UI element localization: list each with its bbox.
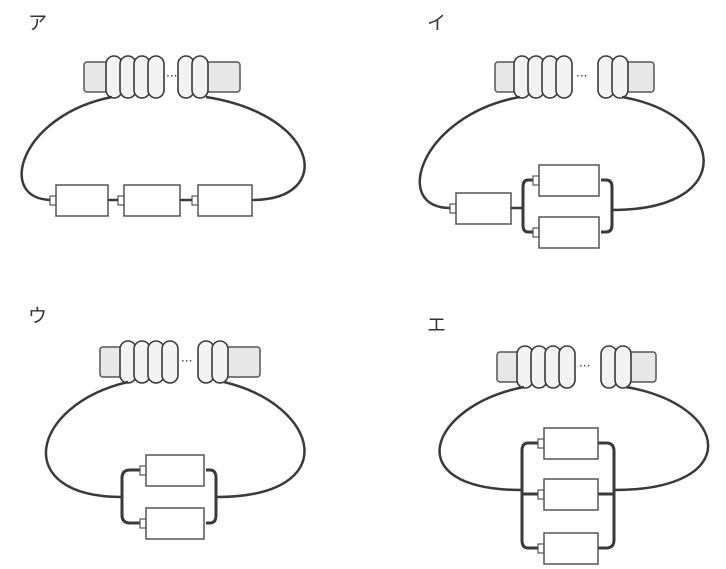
coil-turns [105,55,209,99]
battery [537,427,599,460]
panel-i: ··· [418,55,705,249]
battery [117,184,181,217]
battery [537,532,599,565]
wire [20,95,113,202]
ellipsis-mark: ··· [576,69,587,83]
panel-label-i: イ [427,12,447,34]
coil: ··· [496,345,657,389]
wire [613,385,710,492]
wire [438,385,525,492]
battery [139,454,205,487]
parallel-bus [521,178,535,234]
ellipsis-mark: ··· [166,69,177,83]
wire [418,95,521,210]
battery [449,192,512,225]
coil: ··· [494,55,655,99]
wire [611,95,705,212]
parallel-bus [120,468,140,525]
wire [205,95,306,202]
coil: ··· [83,55,241,99]
coil: ··· [99,340,261,384]
panel-u: ··· [44,340,306,540]
coil-core [83,61,109,93]
battery [49,184,109,217]
coil-turns [513,55,629,99]
panel-label-u: ウ [28,305,48,327]
ellipsis-mark: ··· [181,354,192,368]
coil-turns [516,345,632,389]
wire [215,380,306,499]
parallel-bus [206,468,218,525]
panel-label-e: エ [427,314,447,336]
ellipsis-mark: ··· [579,359,590,373]
battery [139,507,205,540]
parallel-bus [601,178,614,234]
panel-e: ··· [438,345,710,565]
battery [537,478,599,511]
battery [191,184,253,217]
battery [532,216,600,249]
panel-label-a: ア [28,12,48,34]
panel-a: ··· [20,55,306,217]
wire [44,380,129,499]
coil-turns [119,340,229,384]
battery [532,164,600,197]
